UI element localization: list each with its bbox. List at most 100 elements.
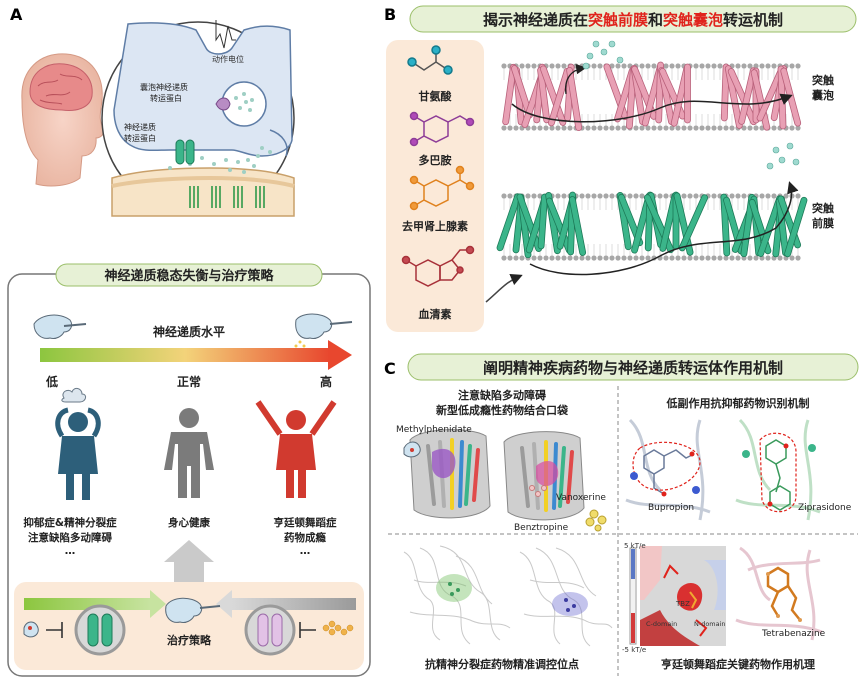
therapy-panel [14, 582, 364, 670]
strategy-box-title: 神经递质稳态失衡与治疗策略 [104, 268, 274, 284]
q4-title: 亨廷顿舞蹈症关键药物作用机理 [661, 657, 815, 671]
panel-b-title: 揭示神经递质在突触前膜和突触囊泡转运机制 [483, 11, 783, 29]
panel-c-title-pill [407, 353, 859, 381]
panel-a: A 动作电位 囊泡神经递质 转运蛋白 [7, 5, 371, 677]
q4-potential-scale [629, 547, 637, 645]
norepinephrine-molecule-icon [409, 165, 475, 211]
high-disease-line-2: 药物成瘾 [284, 531, 326, 544]
high-label: 高 [320, 374, 332, 389]
brain-icon [29, 63, 93, 111]
panel-b-title-part-4: 突触囊泡 [663, 11, 723, 29]
molecule-arrow [485, 274, 523, 303]
q3-structure-left [403, 545, 511, 645]
high-level-neuron-icon [294, 313, 353, 352]
high-disease-line-3: … [300, 545, 311, 557]
vesicular-transporter-label-1: 囊泡神经递质 [140, 82, 188, 92]
q4-structure-right [735, 546, 823, 641]
presynaptic-label-2: 前膜 [812, 216, 834, 230]
q1-drug-1: Methylphenidate [396, 425, 472, 435]
panel-b: B 揭示神经递质在突触前膜和突触囊泡转运机制 甘氨酸 多巴胺 [384, 5, 857, 332]
level-label: 神经递质水平 [153, 324, 225, 339]
vesicle-transport-path [511, 93, 793, 123]
q3-title: 抗精神分裂症药物精准调控位点 [425, 657, 579, 671]
depressed-person-icon [55, 387, 101, 500]
dopamine-molecule-icon [409, 111, 475, 147]
human-head-illustration [21, 53, 105, 187]
panel-b-title-pill [409, 5, 857, 33]
glycine-molecule-icon [407, 45, 453, 75]
low-disease-line-2: 注意缺陷多动障碍 [28, 531, 112, 544]
q2-title: 低副作用抗抑郁药物识别机制 [666, 396, 810, 410]
q1-drug-2: Vanoxerine [556, 493, 606, 503]
membrane-transporter-label-2: 转运蛋白 [124, 133, 156, 143]
serotonin-molecule-icon [401, 245, 475, 287]
q4-electrostatic-map [640, 546, 726, 646]
molecule-label-3: 去甲肾上腺素 [402, 219, 468, 233]
normal-label: 正常 [177, 374, 201, 389]
agitated-person-icon [255, 400, 337, 498]
presynaptic-label-1: 突触 [812, 201, 834, 215]
normal-state-label: 身心健康 [168, 516, 210, 529]
inhibitor-green-icon [23, 604, 126, 656]
q4-scale-bottom: -5 kT/e [622, 646, 646, 654]
panel-b-letter: B [384, 5, 396, 24]
q1-title-line-1: 注意缺陷多动障碍 [458, 388, 546, 402]
vesicular-transporter-label-2: 转运蛋白 [150, 93, 182, 103]
q4-drug: Tetrabenazine [761, 629, 826, 639]
panel-b-title-part-2: 突触前膜 [588, 11, 648, 29]
low-disease-line-1: 抑郁症&精神分裂症 [23, 516, 117, 529]
panel-c-letter: C [384, 359, 396, 378]
panel-b-title-part-1: 揭示神经递质在 [483, 11, 588, 29]
healthy-person-icon [164, 408, 214, 498]
molecule-label-1: 甘氨酸 [419, 89, 453, 103]
strategy-box: 神经递质稳态失衡与治疗策略 神经递质水平 低 正常 高 [7, 263, 371, 677]
q1-drug-3: Benztropine [514, 523, 569, 533]
gray-strategy-bar [232, 598, 356, 610]
vesicle-transporters [502, 61, 802, 132]
q2-drug-2: Ziprasidone [798, 503, 852, 513]
postsynaptic-receptors [189, 186, 265, 208]
q4-scale-top: 5 kT/e [624, 542, 646, 550]
green-strategy-bar [24, 598, 150, 610]
q2-structure-right [735, 418, 821, 521]
panel-a-letter: A [10, 5, 23, 24]
presynaptic-transport-path [529, 181, 799, 276]
level-gradient-bar [40, 348, 330, 362]
high-disease-line-1: 亨廷顿舞蹈症 [274, 516, 337, 529]
q4-n-domain-label: N-domain [694, 620, 726, 628]
panel-c: C 阐明精神疾病药物与神经递质转运体作用机制 注意缺陷多动障碍 新型低成瘾性药物… [384, 353, 859, 676]
panel-c-title: 阐明精神疾病药物与神经递质转运体作用机制 [483, 359, 783, 377]
q3-structure-right [519, 547, 613, 647]
therapy-label: 治疗策略 [167, 633, 212, 647]
q1-structure-left [403, 429, 491, 519]
panel-b-title-part-5: 转运机制 [723, 11, 783, 29]
q4-tbz-label: TBZ [675, 600, 690, 608]
action-potential-label: 动作电位 [212, 54, 244, 64]
inhibitor-pink-icon [244, 604, 354, 656]
molecule-panel [386, 40, 484, 332]
synapse-zoom-circle: 动作电位 囊泡神经递质 转运蛋白 神经递质 转运蛋白 [101, 20, 295, 217]
q4-c-domain-label: C-domain [646, 620, 677, 628]
q2-structure-left [625, 418, 711, 521]
panel-b-title-part-3: 和 [648, 11, 663, 29]
molecule-label-2: 多巴胺 [419, 153, 452, 167]
vesicle-label-2: 囊泡 [811, 88, 834, 102]
membrane-transporter-label-1: 神经递质 [124, 122, 156, 132]
vesicle-label-1: 突触 [812, 73, 834, 87]
low-label: 低 [45, 374, 58, 389]
membrane-transporter-icon [175, 139, 195, 165]
presynaptic-transporters [496, 191, 808, 259]
therapy-neuron-icon [165, 597, 221, 623]
low-disease-line-3: … [65, 545, 76, 557]
therapy-up-arrow [164, 540, 214, 582]
vesicular-transporter-icon [215, 97, 231, 111]
low-level-neuron-icon [33, 314, 87, 339]
molecule-label-4: 血清素 [419, 307, 452, 321]
q1-structure-right [503, 431, 607, 532]
level-arrow-head [328, 340, 352, 370]
presynaptic-membrane [501, 193, 801, 261]
vesicle-neurotransmitters [582, 40, 624, 70]
q2-drug-1: Bupropion [648, 503, 694, 513]
presynaptic-neurotransmitters [766, 142, 800, 170]
